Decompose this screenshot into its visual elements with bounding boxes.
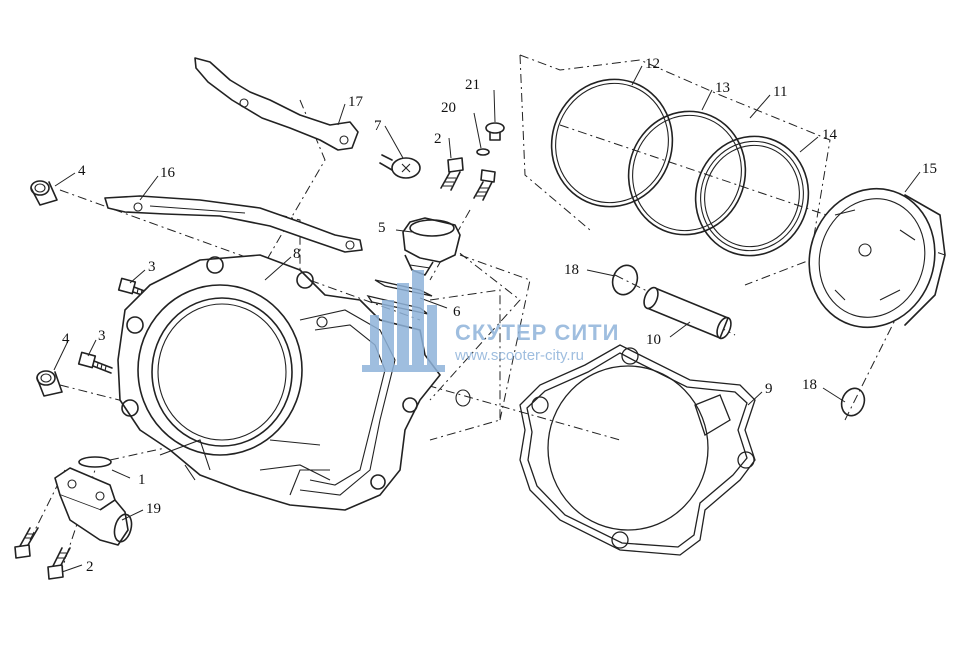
dowel-pin-lower (36, 370, 63, 397)
piston-ring-second (627, 110, 747, 236)
chain-tensioner-guide (104, 195, 363, 253)
callout-4-upper: 4 (78, 163, 86, 179)
callout-1: 1 (138, 472, 146, 488)
callout-2-lower: 2 (86, 559, 94, 575)
circlip-upper (611, 264, 639, 296)
callout-6: 6 (453, 304, 461, 320)
callout-16: 16 (160, 165, 176, 181)
chain-tensioner-body (402, 217, 461, 276)
bolt-lower-left (14, 527, 39, 559)
chain-guide-upper (194, 57, 359, 151)
fitting-o-ring (78, 456, 112, 468)
callout-2-upper: 2 (434, 131, 442, 147)
callout-15: 15 (922, 161, 937, 177)
screw (379, 154, 421, 179)
callout-11: 11 (773, 84, 787, 100)
callout-9: 9 (765, 381, 773, 397)
callout-7: 7 (374, 118, 382, 134)
callout-4-lower: 4 (62, 331, 70, 347)
callout-18-upper: 18 (564, 262, 579, 278)
oil-ring (694, 135, 810, 257)
dowel-pin-upper (30, 180, 58, 206)
callout-5: 5 (378, 220, 386, 236)
callout-19: 19 (146, 501, 161, 517)
watermark-title: СКУТЕР СИТИ (455, 320, 619, 345)
callout-8: 8 (293, 246, 301, 262)
callout-14: 14 (822, 127, 838, 143)
circlip-lower (840, 387, 866, 417)
callout-18-lower: 18 (802, 377, 817, 393)
callout-12: 12 (645, 56, 660, 72)
piston-ring-top (550, 78, 674, 208)
watermark: СКУТЕР СИТИ www.scooter-city.ru (362, 270, 619, 372)
water-fitting (54, 467, 133, 546)
bolt-lower-mid (47, 547, 71, 580)
cylinder-block (117, 254, 471, 511)
callout-21: 21 (465, 77, 480, 93)
callout-labels: 1 2 2 3 3 4 4 5 6 7 8 9 10 11 12 13 14 1… (62, 56, 937, 575)
o-ring-small (476, 148, 490, 156)
bolt-upper-left (440, 157, 464, 191)
callout-13: 13 (715, 80, 730, 96)
watermark-url: www.scooter-city.ru (454, 347, 584, 364)
watermark-logo-icon (362, 270, 445, 372)
leader-lines (53, 65, 921, 573)
cylinder-base-gasket (519, 344, 756, 556)
callout-3-lower: 3 (98, 328, 106, 344)
callout-20: 20 (441, 100, 456, 116)
callout-3-upper: 3 (148, 259, 156, 275)
stud-bolt-lower (77, 351, 113, 374)
bolt-upper-right (473, 169, 496, 201)
callout-10: 10 (646, 332, 661, 348)
piston (808, 187, 946, 329)
plug-screw (485, 122, 505, 141)
piston-pin (643, 286, 732, 340)
callout-17: 17 (348, 94, 364, 110)
